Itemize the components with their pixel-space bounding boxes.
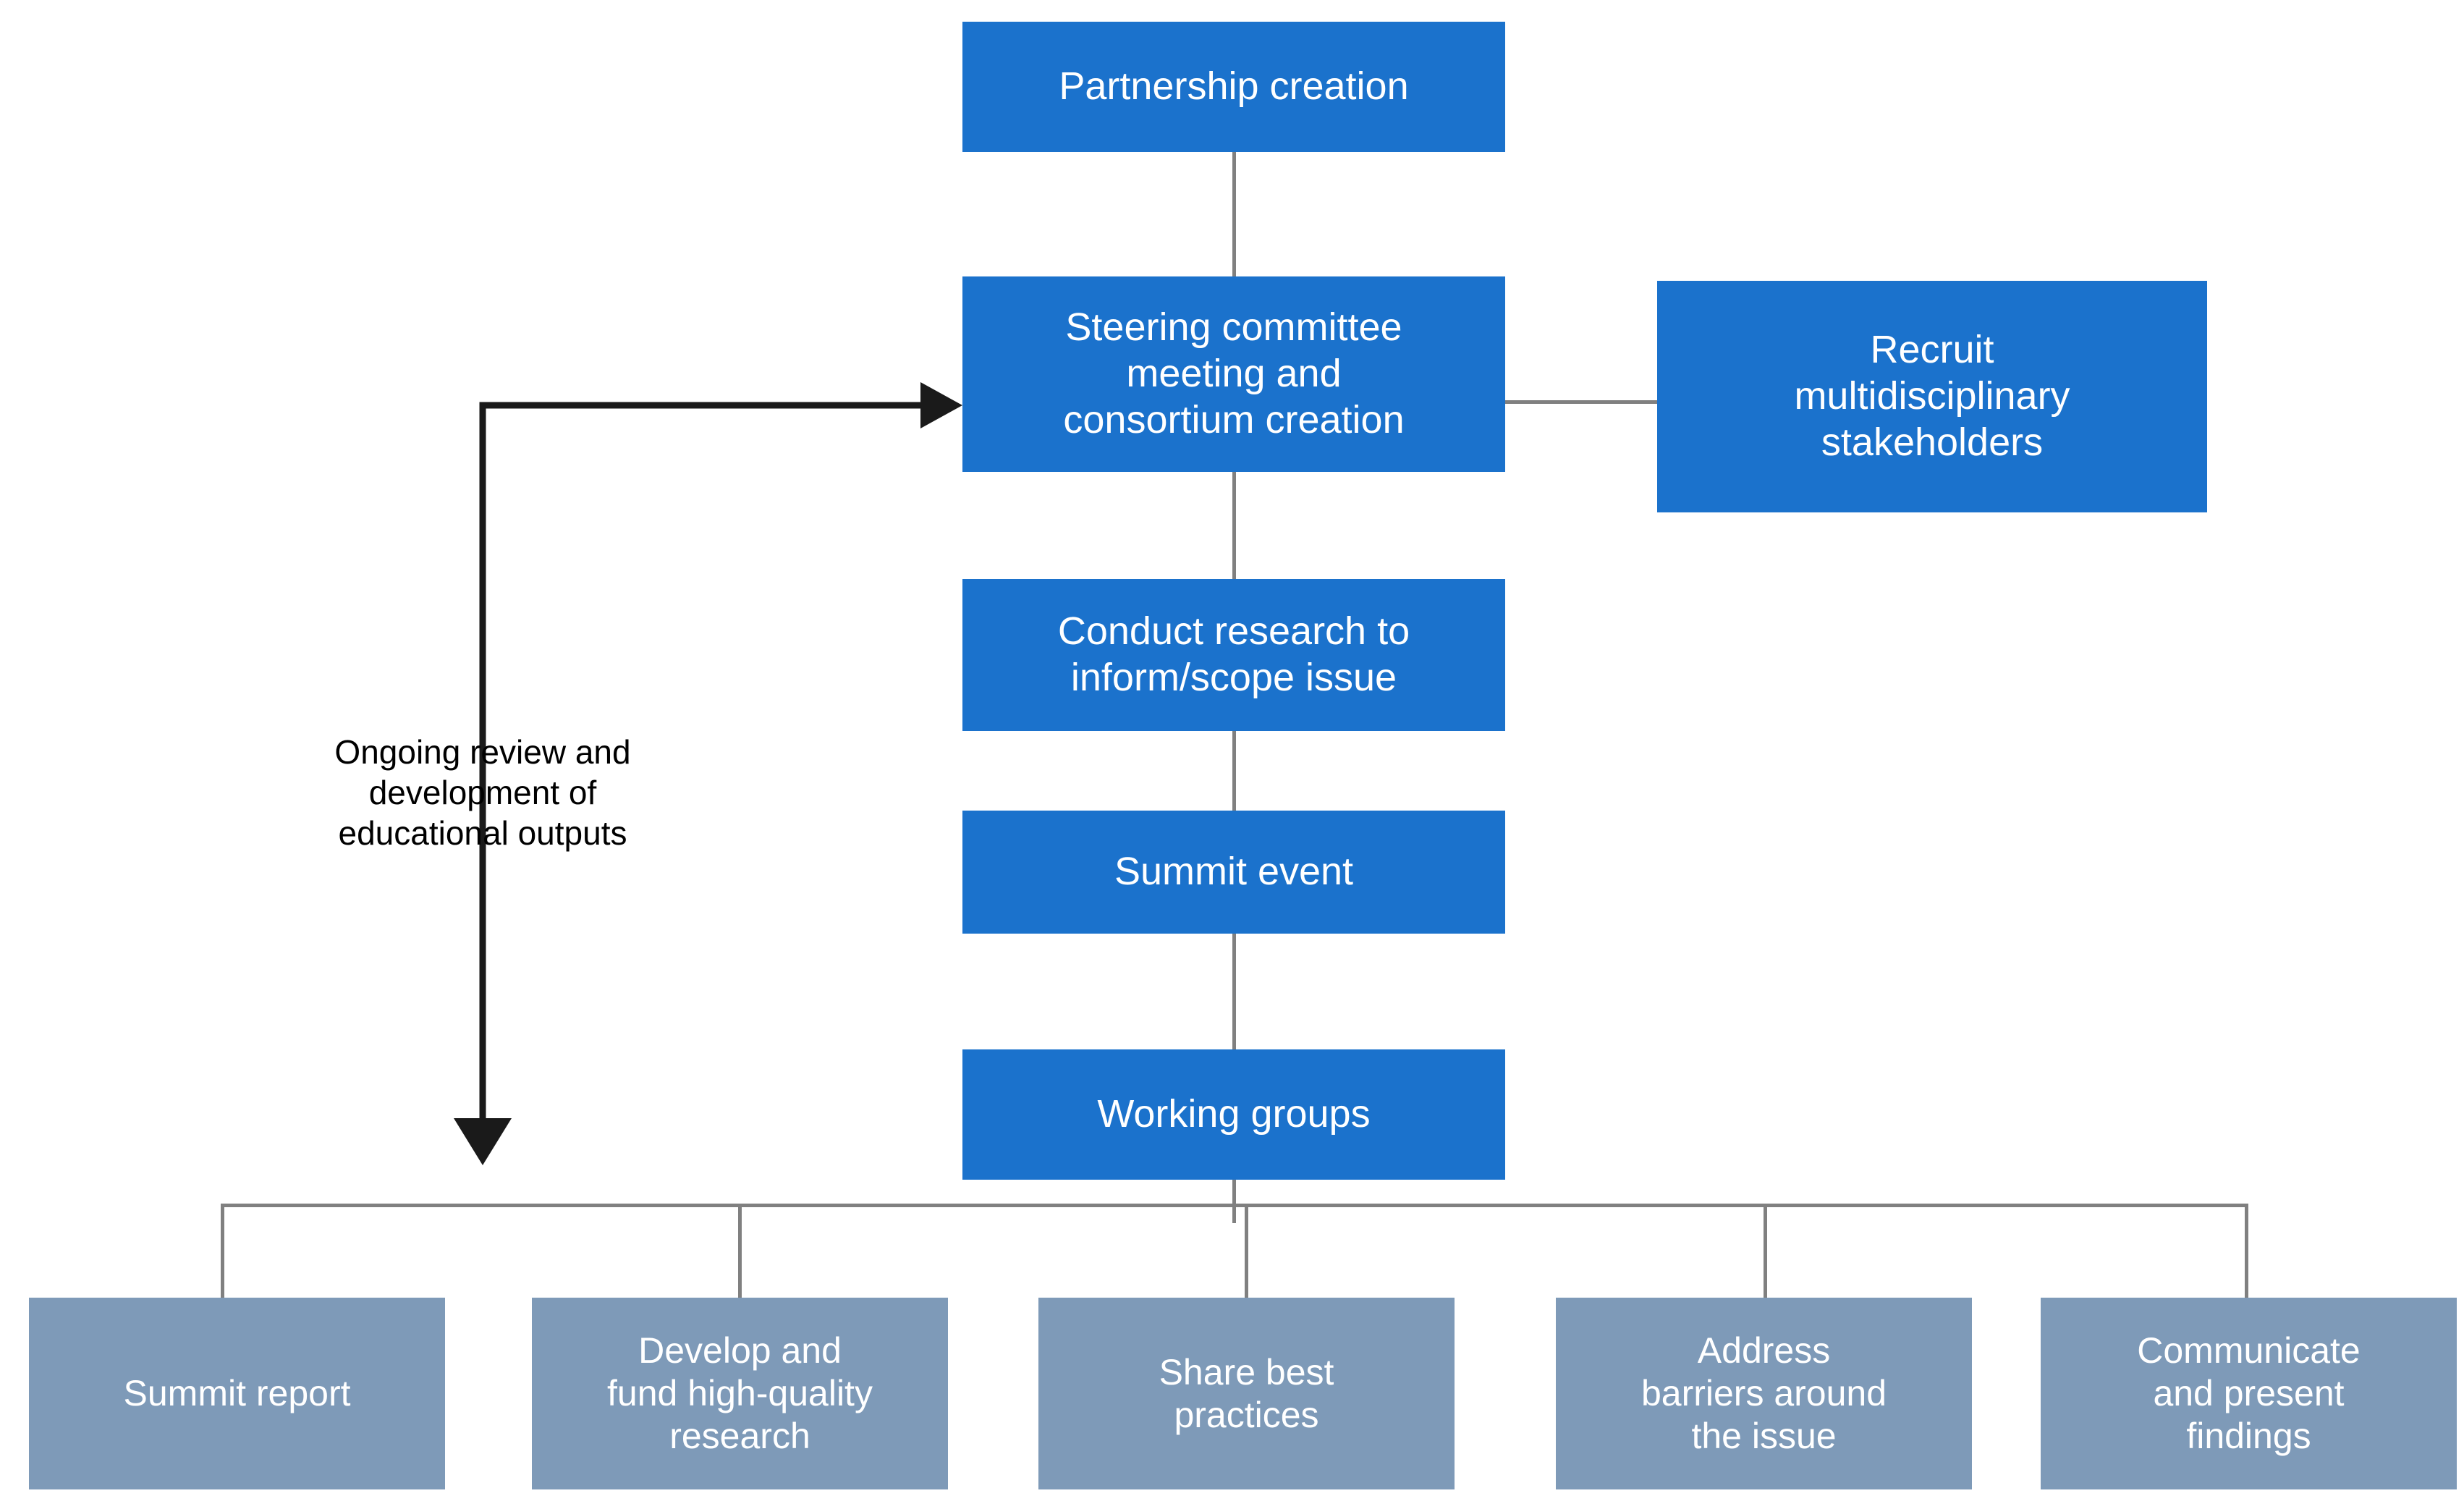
connector-bus-to-communicate-findings [2245, 1204, 2248, 1298]
node-recruit-stakeholders[interactable]: Recruit multidisciplinary stakeholders [1657, 281, 2207, 512]
node-label: Recruit multidisciplinary stakeholders [1794, 328, 2070, 464]
connector-bus-to-address-barriers [1764, 1204, 1767, 1298]
node-partnership-creation[interactable]: Partnership creation [962, 22, 1505, 152]
connector-research-to-summit [1232, 724, 1236, 818]
ongoing-down-arrow-head [454, 1118, 512, 1165]
connector-steering-to-research [1232, 463, 1236, 593]
connector-bus-to-share-best-practices [1245, 1204, 1248, 1298]
node-label: Communicate and present findings [2137, 1330, 2361, 1456]
node-label: Summit report [123, 1373, 351, 1413]
node-develop-fund-research[interactable]: Develop and fund high-quality research [532, 1298, 948, 1489]
connector-bus-to-develop-fund-research [738, 1204, 742, 1298]
node-share-best-practices[interactable]: Share best practices [1038, 1298, 1455, 1489]
connector-output-bus [221, 1204, 2247, 1207]
node-working-groups[interactable]: Working groups [962, 1049, 1505, 1180]
node-label: Summit event [1114, 850, 1354, 894]
connector-bus-to-summit-report [221, 1204, 224, 1298]
connector-steering-to-recruit [1491, 400, 1657, 404]
connector-partnership-to-steering [1232, 72, 1236, 289]
node-label: Partnership creation [1059, 64, 1409, 109]
node-label: Working groups [1097, 1092, 1371, 1136]
connector-summit-to-working [1232, 919, 1236, 1057]
feedback-arrow-head-right [920, 382, 962, 428]
node-label: Steering committee meeting and consortiu… [1063, 305, 1405, 441]
node-summit-event[interactable]: Summit event [962, 811, 1505, 934]
node-label: Address barriers around the issue [1640, 1330, 1887, 1456]
node-label: Conduct research to inform/scope issue [1057, 609, 1410, 699]
node-address-barriers[interactable]: Address barriers around the issue [1556, 1298, 1972, 1489]
node-conduct-research[interactable]: Conduct research to inform/scope issue [962, 579, 1505, 731]
ongoing-review-note: Ongoing review and development of educat… [287, 691, 678, 853]
node-steering-committee[interactable]: Steering committee meeting and consortiu… [962, 276, 1505, 472]
connector-working-to-bus [1232, 1172, 1236, 1223]
ongoing-review-note-label: Ongoing review and development of educat… [334, 733, 631, 853]
node-label: Share best practices [1159, 1351, 1334, 1435]
node-label: Develop and fund high-quality research [607, 1330, 873, 1456]
node-summit-report[interactable]: Summit report [29, 1298, 445, 1489]
node-communicate-findings[interactable]: Communicate and present findings [2041, 1298, 2457, 1489]
